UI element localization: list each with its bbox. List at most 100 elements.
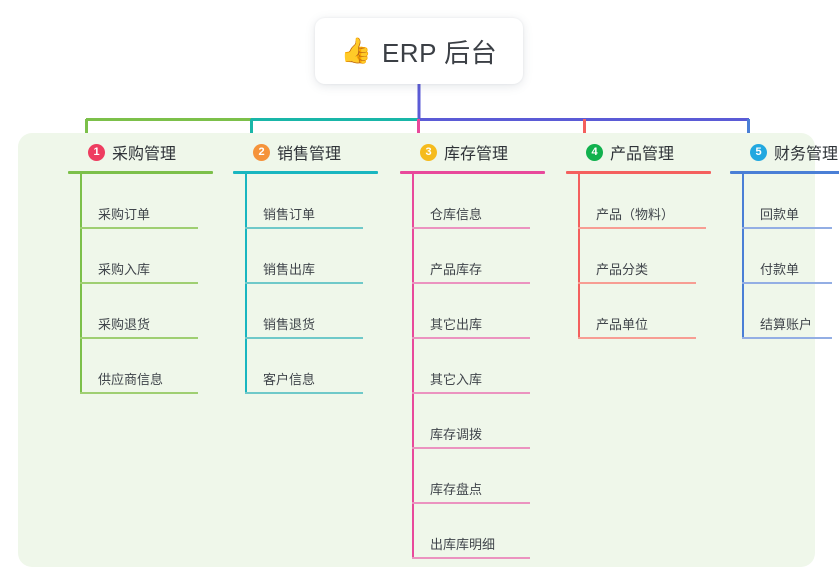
- list-item[interactable]: 销售出库: [245, 229, 398, 284]
- list-item[interactable]: 付款单: [742, 229, 839, 284]
- list-item-label: 库存调拨: [430, 427, 483, 442]
- list-item-label: 其它入库: [430, 372, 483, 387]
- list-item-label: 结算账户: [760, 317, 813, 332]
- list-item[interactable]: 产品（物料）: [578, 174, 731, 229]
- branch-header-1[interactable]: 1 采购管理: [68, 133, 233, 171]
- list-item-label: 付款单: [760, 262, 800, 277]
- page-title: ERP 后台: [381, 37, 498, 68]
- list-item-rule: [245, 282, 363, 284]
- list-item-rule: [742, 282, 832, 284]
- list-item-rule: [412, 337, 530, 339]
- list-item-rule: [245, 392, 363, 394]
- list-item-rule: [80, 392, 198, 394]
- list-item-label: 库存盘点: [430, 482, 483, 497]
- branch-title-1: 采购管理: [112, 146, 177, 163]
- list-item-rule: [412, 557, 530, 559]
- branch-badge-3: 3: [420, 143, 437, 161]
- branch-rule-2: [233, 171, 378, 174]
- list-item-label: 出库库明细: [430, 537, 496, 552]
- list-item-rule: [578, 227, 706, 229]
- branch-items-1: 采购订单 采购入库 采购退货 供应商信息: [68, 174, 233, 394]
- branch-title-5: 财务管理: [774, 146, 839, 163]
- thumbs-up-icon: 👍: [340, 36, 372, 65]
- branch-column-3: 3 库存管理 仓库信息 产品库存 其它出库 其它入库: [400, 133, 565, 559]
- list-item-label: 采购订单: [98, 207, 151, 222]
- branch-header-4[interactable]: 4 产品管理: [566, 133, 731, 171]
- list-item-rule: [245, 337, 363, 339]
- list-item[interactable]: 采购订单: [80, 174, 233, 229]
- branch-column-4: 4 产品管理 产品（物料） 产品分类 产品单位: [566, 133, 731, 339]
- list-item-rule: [412, 447, 530, 449]
- list-item-label: 仓库信息: [430, 207, 483, 222]
- root-node-card[interactable]: 👍 ERP 后台: [315, 18, 523, 84]
- list-item[interactable]: 库存调拨: [412, 394, 565, 449]
- branch-spine-5: [742, 174, 744, 339]
- branch-spine-3: [412, 174, 414, 559]
- branch-column-2: 2 销售管理 销售订单 销售出库 销售退货 客户信息: [233, 133, 398, 394]
- list-item-label: 回款单: [760, 207, 800, 222]
- list-item-label: 销售出库: [263, 262, 316, 277]
- branch-rule-4: [566, 171, 711, 174]
- list-item[interactable]: 采购退货: [80, 284, 233, 339]
- list-item-label: 产品库存: [430, 262, 483, 277]
- branch-badge-5: 5: [750, 143, 767, 161]
- branch-items-4: 产品（物料） 产品分类 产品单位: [566, 174, 731, 339]
- list-item[interactable]: 其它出库: [412, 284, 565, 339]
- list-item-label: 客户信息: [263, 372, 316, 387]
- branch-items-5: 回款单 付款单 结算账户: [730, 174, 839, 339]
- list-item-label: 产品（物料）: [596, 207, 675, 222]
- branch-spine-1: [80, 174, 82, 394]
- list-item[interactable]: 供应商信息: [80, 339, 233, 394]
- list-item[interactable]: 产品单位: [578, 284, 731, 339]
- list-item-rule: [245, 227, 363, 229]
- list-item-rule: [742, 337, 832, 339]
- list-item-rule: [412, 227, 530, 229]
- list-item-rule: [80, 337, 198, 339]
- list-item[interactable]: 其它入库: [412, 339, 565, 394]
- branch-badge-2: 2: [253, 143, 270, 161]
- branch-badge-4: 4: [586, 143, 603, 161]
- list-item-label: 供应商信息: [98, 372, 164, 387]
- branch-column-1: 1 采购管理 采购订单 采购入库 采购退货 供应商信: [68, 133, 233, 394]
- branch-items-2: 销售订单 销售出库 销售退货 客户信息: [233, 174, 398, 394]
- list-item-rule: [80, 282, 198, 284]
- list-item-label: 产品单位: [596, 317, 649, 332]
- list-item-rule: [742, 227, 832, 229]
- branch-rule-1: [68, 171, 213, 174]
- branch-items-3: 仓库信息 产品库存 其它出库 其它入库 库存调拨: [400, 174, 565, 559]
- branch-title-3: 库存管理: [444, 146, 509, 163]
- list-item[interactable]: 采购入库: [80, 229, 233, 284]
- list-item[interactable]: 回款单: [742, 174, 839, 229]
- list-item[interactable]: 结算账户: [742, 284, 839, 339]
- list-item-label: 其它出库: [430, 317, 483, 332]
- branch-title-2: 销售管理: [277, 146, 342, 163]
- list-item-rule: [578, 282, 696, 284]
- list-item-rule: [412, 502, 530, 504]
- branch-spine-4: [578, 174, 580, 339]
- list-item-rule: [412, 282, 530, 284]
- branch-columns: 1 采购管理 采购订单 采购入库 采购退货 供应商信: [18, 133, 839, 567]
- branch-panel: [18, 133, 815, 567]
- list-item-label: 销售订单: [263, 207, 316, 222]
- list-item[interactable]: 库存盘点: [412, 449, 565, 504]
- list-item[interactable]: 产品库存: [412, 229, 565, 284]
- branch-spine-2: [245, 174, 247, 394]
- list-item-label: 销售退货: [263, 317, 316, 332]
- list-item-rule: [80, 227, 198, 229]
- list-item[interactable]: 仓库信息: [412, 174, 565, 229]
- list-item[interactable]: 出库库明细: [412, 504, 565, 559]
- list-item[interactable]: 销售退货: [245, 284, 398, 339]
- branch-header-3[interactable]: 3 库存管理: [400, 133, 565, 171]
- list-item[interactable]: 销售订单: [245, 174, 398, 229]
- branch-header-2[interactable]: 2 销售管理: [233, 133, 398, 171]
- branch-badge-1: 1: [88, 143, 105, 161]
- list-item-rule: [578, 337, 696, 339]
- list-item[interactable]: 客户信息: [245, 339, 398, 394]
- branch-title-4: 产品管理: [610, 146, 675, 163]
- branch-header-5[interactable]: 5 财务管理: [730, 133, 839, 171]
- branch-rule-3: [400, 171, 545, 174]
- list-item-rule: [412, 392, 530, 394]
- list-item-label: 采购退货: [98, 317, 151, 332]
- list-item[interactable]: 产品分类: [578, 229, 731, 284]
